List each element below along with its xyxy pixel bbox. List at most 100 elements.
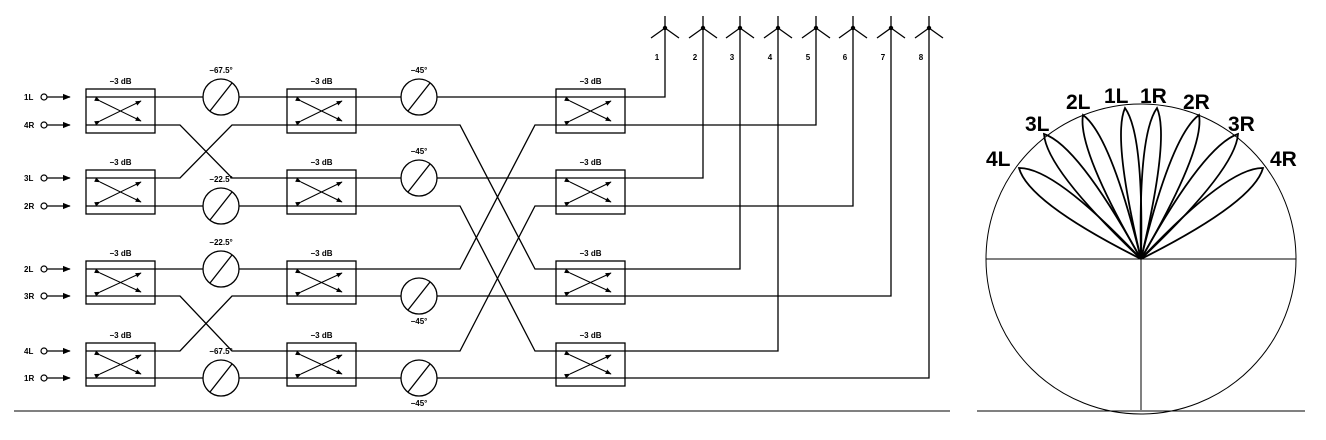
hybrid-label: −3 dB [579, 331, 601, 340]
hybrid-label: −3 dB [310, 249, 332, 258]
antenna: 4 [763, 16, 793, 62]
hybrid-coupler: −3 dB [555, 249, 626, 305]
signal-wires [155, 28, 930, 379]
phase-label: −45° [411, 317, 428, 326]
input-ports: 1L 4R 3L 2R 2L [24, 93, 71, 383]
input-label: 3L [24, 174, 33, 183]
antenna: 5 [801, 16, 831, 62]
phase-shifter: −22.5° [202, 238, 240, 288]
phase-label: −67.5° [209, 347, 232, 356]
beam-lobes [1017, 106, 1265, 260]
beam-lobe [1140, 113, 1201, 260]
antenna-label: 7 [881, 53, 886, 62]
input-terminal [40, 93, 48, 101]
phase-label: −45° [411, 399, 428, 408]
input-port: 1R [24, 374, 71, 383]
hybrid-label: −3 dB [579, 77, 601, 86]
beam-label: 3L [1025, 113, 1050, 136]
hybrid-coupler: −3 dB [85, 249, 156, 305]
wire-to-antenna [625, 28, 779, 352]
antenna: 1 [650, 16, 680, 62]
wire-crossover [155, 295, 287, 352]
beam-label: 1R [1140, 85, 1167, 108]
hybrid-coupler: −3 dB [555, 158, 626, 215]
hybrid-coupler: −3 dB [286, 77, 357, 134]
beam-lobe [1043, 132, 1142, 260]
wire-crossover [155, 124, 287, 179]
input-port: 1L [24, 93, 71, 102]
beam-radiation-pattern: 4L 3L 2L 1L 1R 2R 3R 4R [977, 85, 1305, 415]
hybrid-label: −3 dB [310, 331, 332, 340]
phase-shifter: −45° [400, 147, 438, 197]
antenna: 6 [838, 16, 868, 62]
beam-label: 2L [1066, 91, 1091, 114]
hybrid-label: −3 dB [109, 249, 131, 258]
antenna: 8 [914, 16, 944, 62]
wire-crossover [356, 205, 556, 352]
input-label: 4R [24, 121, 34, 130]
antenna-label: 6 [843, 53, 848, 62]
hybrid-coupler: −3 dB [85, 77, 156, 134]
wire-crossover [356, 124, 556, 270]
beam-label: 2R [1183, 91, 1210, 114]
input-label: 1R [24, 374, 34, 383]
antenna-label: 2 [693, 53, 698, 62]
input-port: 4R [24, 121, 71, 130]
antenna: 7 [876, 16, 906, 62]
input-label: 4L [24, 347, 33, 356]
wire-to-antenna [625, 28, 930, 379]
antenna-label: 4 [768, 53, 773, 62]
phase-shifter: −67.5° [202, 66, 240, 116]
wire-to-antenna [625, 28, 892, 297]
antenna-label: 3 [730, 53, 735, 62]
wire-crossover [155, 295, 287, 352]
phase-shifter: −67.5° [202, 347, 240, 397]
input-port: 2L [24, 265, 71, 274]
phase-label: −45° [411, 147, 428, 156]
hybrid-coupler: −3 dB [85, 158, 156, 215]
input-port: 3R [24, 292, 71, 301]
input-label: 3R [24, 292, 34, 301]
hybrid-label: −3 dB [109, 331, 131, 340]
antenna-array: 1 2 3 4 [650, 16, 944, 62]
wire-crossover [356, 205, 556, 352]
input-label: 1L [24, 93, 33, 102]
wire-crossover [356, 124, 556, 270]
input-terminal [40, 374, 48, 382]
input-terminal [40, 347, 48, 355]
beam-lobe [1139, 106, 1162, 260]
wire-to-antenna [625, 28, 741, 270]
beam-label: 3R [1228, 113, 1255, 136]
butler-matrix-schematic: 1L 4R 3L 2R 2L [14, 16, 950, 412]
phase-label: −22.5° [209, 238, 232, 247]
beam-label: 4R [1270, 148, 1297, 171]
beam-lobe [1140, 132, 1239, 260]
antenna: 2 [688, 16, 718, 62]
phase-shifter: −22.5° [202, 175, 240, 225]
input-label: 2L [24, 265, 33, 274]
input-terminal [40, 292, 48, 300]
wire-to-antenna [625, 28, 704, 179]
beam-label: 4L [986, 148, 1011, 171]
beam-lobe [1140, 167, 1265, 260]
phase-label: −22.5° [209, 175, 232, 184]
beam-label: 1L [1104, 85, 1129, 108]
hybrid-coupler: −3 dB [286, 249, 357, 305]
antenna-label: 8 [919, 53, 924, 62]
antenna-label: 1 [655, 53, 660, 62]
input-terminal [40, 265, 48, 273]
phase-shifter: −45° [400, 66, 438, 116]
beam-lobe [1081, 113, 1142, 260]
hybrid-label: −3 dB [109, 77, 131, 86]
hybrid-coupler: −3 dB [555, 331, 626, 387]
hybrid-label: −3 dB [579, 158, 601, 167]
input-terminal [40, 202, 48, 210]
hybrid-coupler: −3 dB [85, 331, 156, 387]
wire-to-antenna [625, 28, 854, 207]
wire-to-antenna [625, 28, 817, 126]
wire-to-antenna [625, 28, 666, 98]
input-port: 3L [24, 174, 71, 183]
antenna: 3 [725, 16, 755, 62]
phase-shifters: −67.5° −22.5° −22.5° −67.5° −45° [202, 66, 438, 408]
phase-label: −45° [411, 66, 428, 75]
